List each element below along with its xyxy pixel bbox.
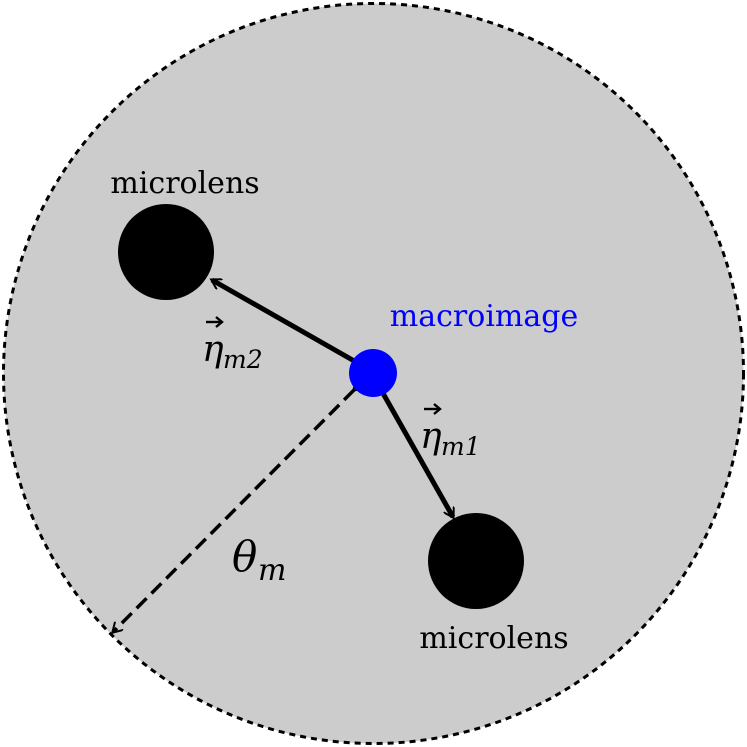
macroimage-label: macroimage: [390, 299, 578, 334]
eta-m1-subscript: m1: [441, 432, 481, 461]
eta-m2-subscript: m2: [223, 345, 263, 374]
microlens-top: [118, 204, 214, 300]
eta-m2-symbol: η: [202, 329, 224, 370]
eta-m1-label: η m1: [420, 403, 481, 461]
microlens-bottom: [428, 513, 524, 609]
eta-m1-vector-head: [433, 403, 442, 415]
eta-m1-arrow: [377, 386, 456, 517]
eta-m1-symbol: η: [420, 416, 442, 457]
theta-m-symbol: θ: [232, 532, 257, 581]
theta-m-label: θ m: [232, 532, 286, 588]
eta-m2-label: η m2: [202, 316, 263, 374]
microlens-bottom-label: microlens: [419, 621, 568, 656]
macroimage-dot: [349, 349, 397, 397]
theta-m-subscript: m: [258, 553, 286, 588]
eta-m2-arrow: [212, 277, 358, 365]
eta-m2-vector-head: [215, 316, 224, 328]
microlens-top-label: microlens: [110, 166, 259, 201]
theta-m-arrow: [113, 390, 354, 632]
